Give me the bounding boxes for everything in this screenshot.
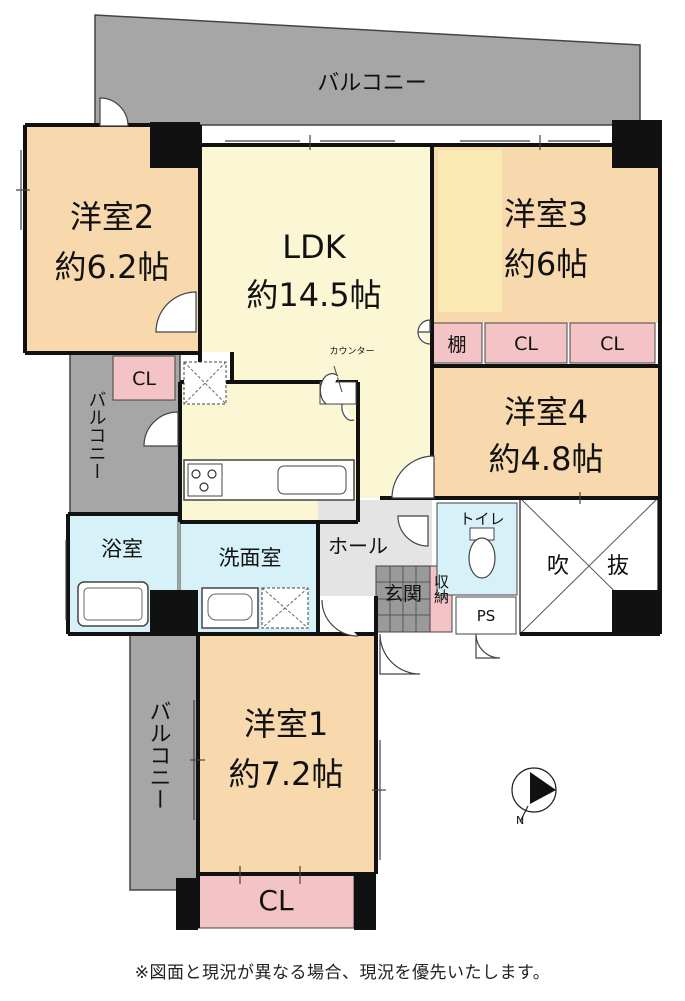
ps-label: PS (477, 607, 496, 625)
ldk (180, 145, 432, 522)
entrance-label: 玄関 (384, 583, 422, 605)
closet-w2 (112, 355, 176, 401)
void-label-2: 抜 (607, 554, 629, 579)
western-room-2-size: 約6.2帖 (55, 248, 170, 286)
western-room-1-name: 洋室1 (244, 705, 328, 743)
closet-w1-label: CL (258, 884, 294, 917)
closet-w3b-label: CL (600, 333, 624, 355)
closet-w3a (484, 322, 568, 364)
western-room-1 (198, 634, 376, 874)
balcony-top-label: バルコニー (317, 71, 427, 96)
shelf-label: 棚 (447, 334, 466, 356)
void-label-1: 吹 (547, 554, 569, 579)
disclaimer-note: ※図面と現況が異なる場合、現況を優先いたします。 (134, 963, 551, 983)
counter-label: カウンター (329, 346, 374, 357)
western-room-3-light (438, 150, 502, 312)
washbasin-icon (201, 587, 309, 629)
ldk-size: 約14.5帖 (246, 276, 381, 314)
shelf-box (431, 322, 483, 364)
western-room-3-size: 約6帖 (504, 245, 588, 283)
svg-text:N: N (516, 814, 524, 827)
pillars (150, 120, 660, 930)
toilet-label: トイレ (459, 510, 504, 528)
balcony-top (94, 14, 641, 126)
storage-label: 収納 (432, 574, 450, 605)
western-room-1-size: 約7.2帖 (229, 755, 344, 793)
window-marks (16, 135, 600, 884)
bath-label: 浴室 (101, 537, 143, 561)
balcony-left-lower (129, 634, 199, 891)
kitchen-stove-icon (187, 463, 223, 497)
closet-w1 (197, 873, 355, 929)
western-room-4-size: 約4.8帖 (489, 440, 604, 478)
ldk-name: LDK (282, 228, 346, 266)
ps-box (455, 596, 517, 635)
western-room-4-name: 洋室4 (504, 393, 588, 431)
closet-w2-label: CL (132, 368, 156, 390)
compass-north-icon: N (511, 767, 557, 827)
balcony-left-upper-label: バルコニー (86, 390, 107, 480)
western-room-4 (432, 368, 660, 498)
hall-label: ホール (328, 534, 388, 558)
washroom-label: 洗面室 (219, 546, 282, 570)
western-room-3-name: 洋室3 (504, 195, 588, 233)
ldk-utility-box (183, 361, 227, 405)
closet-w3a-label: CL (514, 333, 538, 355)
door-swing-icon (99, 97, 501, 675)
toilet-icon (468, 527, 496, 579)
bathtub-icon (77, 581, 149, 627)
western-room-2-name: 洋室2 (70, 198, 154, 236)
closet-w3b (569, 322, 656, 364)
balcony-left-lower-label: バルコニー (146, 700, 171, 810)
